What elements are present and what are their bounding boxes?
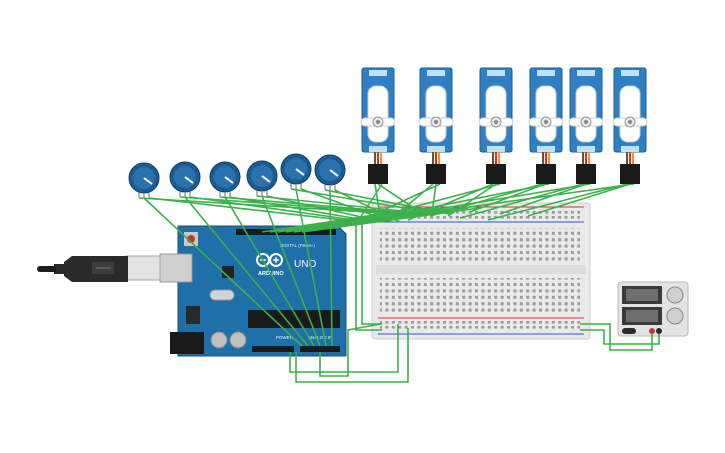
- power-label: POWER: [276, 335, 294, 340]
- servo-motor[interactable]: [478, 67, 514, 184]
- breadboard[interactable]: [371, 202, 591, 340]
- jumper-wire[interactable]: [459, 183, 584, 219]
- servo-motor[interactable]: [528, 67, 564, 184]
- jumper-wire[interactable]: [261, 207, 421, 233]
- servo-connector[interactable]: [576, 164, 596, 184]
- center-channel: [376, 265, 586, 274]
- jumper-wire[interactable]: [219, 196, 421, 215]
- capacitor-1: [210, 331, 228, 349]
- jumper-wire[interactable]: [184, 196, 309, 347]
- voltage-knob-icon[interactable]: [666, 286, 684, 304]
- usb-cable-icon[interactable]: [37, 255, 161, 282]
- jumper-wire[interactable]: [261, 195, 321, 347]
- atmega-chip: [248, 310, 340, 328]
- voltage-screen: [626, 289, 658, 301]
- servo-motor[interactable]: [612, 67, 648, 184]
- jumper-wire[interactable]: [277, 207, 445, 233]
- servo-horn: [575, 85, 597, 143]
- servo-horn: [485, 85, 507, 143]
- arduino-uno-board[interactable]: DIGITAL (PWM~) ARDUINO UNO POWER: [159, 225, 347, 357]
- digital-header-label: DIGITAL (PWM~): [280, 243, 315, 248]
- servo-horn: [535, 85, 557, 143]
- jumper-wire[interactable]: [295, 328, 409, 383]
- power-header[interactable]: [252, 346, 294, 352]
- potentiometer[interactable]: [169, 161, 201, 197]
- power-jack: [170, 332, 204, 354]
- power-supply[interactable]: [617, 281, 689, 337]
- top-rail-holes[interactable]: [380, 209, 580, 214]
- analog-label: ANALOG IN: [308, 335, 333, 340]
- potentiometer[interactable]: [128, 162, 160, 198]
- bottom-rail-holes-2[interactable]: [380, 326, 580, 331]
- jumper-wire[interactable]: [289, 324, 399, 373]
- potentiometer[interactable]: [209, 161, 241, 197]
- servo-horn: [425, 85, 447, 143]
- jumper-wire[interactable]: [285, 207, 457, 233]
- current-screen: [626, 310, 658, 322]
- jumper-wire[interactable]: [319, 323, 381, 377]
- potentiometer[interactable]: [280, 153, 312, 189]
- voltage-regulator: [186, 306, 200, 324]
- servo-group: [360, 67, 648, 184]
- power-switch-icon[interactable]: [622, 328, 636, 334]
- servo-connector[interactable]: [368, 164, 388, 184]
- servo-horn: [367, 85, 389, 143]
- jumper-wire[interactable]: [295, 188, 327, 347]
- jumper-wire[interactable]: [224, 196, 315, 347]
- servo-connector[interactable]: [426, 164, 446, 184]
- negative-terminal[interactable]: [656, 328, 662, 334]
- servo-motor[interactable]: [418, 67, 454, 184]
- model-label: UNO: [294, 259, 316, 270]
- current-knob-icon[interactable]: [666, 307, 684, 325]
- jumper-wire[interactable]: [301, 207, 481, 233]
- servo-connector[interactable]: [536, 164, 556, 184]
- jumper-wire[interactable]: [527, 183, 631, 217]
- jumper-wire[interactable]: [329, 189, 333, 347]
- potentiometer[interactable]: [314, 154, 346, 190]
- positive-terminal[interactable]: [649, 328, 655, 334]
- top-rail-holes-2[interactable]: [380, 215, 580, 220]
- jumper-wire[interactable]: [361, 218, 382, 325]
- usb-chip: [222, 266, 234, 278]
- jumper-wire[interactable]: [487, 183, 628, 221]
- jumper-wire[interactable]: [269, 207, 433, 233]
- capacitor-2: [229, 331, 247, 349]
- lower-terminal-strip[interactable]: [380, 278, 580, 312]
- jumper-wire[interactable]: [179, 196, 411, 215]
- potentiometer[interactable]: [246, 160, 278, 196]
- servo-motor[interactable]: [568, 67, 604, 184]
- analog-header[interactable]: [300, 346, 340, 352]
- crystal: [209, 289, 235, 301]
- arduino-logo-icon: [256, 253, 283, 267]
- usb-jack: [159, 253, 193, 283]
- jumper-wire[interactable]: [580, 329, 660, 345]
- jumper-wire[interactable]: [143, 197, 303, 347]
- wire-group: [138, 183, 660, 383]
- jumper-wire[interactable]: [189, 196, 369, 223]
- jumper-wire[interactable]: [499, 183, 587, 215]
- servo-horn: [619, 85, 641, 143]
- potentiometer-group: [128, 153, 346, 198]
- jumper-wire[interactable]: [138, 197, 401, 215]
- bottom-rail-holes[interactable]: [380, 320, 580, 325]
- servo-connector[interactable]: [486, 164, 506, 184]
- jumper-wire[interactable]: [293, 207, 469, 233]
- servo-connector[interactable]: [620, 164, 640, 184]
- jumper-wire[interactable]: [148, 197, 361, 223]
- jumper-wire[interactable]: [355, 220, 382, 331]
- upper-terminal-strip[interactable]: [380, 228, 580, 262]
- servo-motor[interactable]: [360, 67, 396, 184]
